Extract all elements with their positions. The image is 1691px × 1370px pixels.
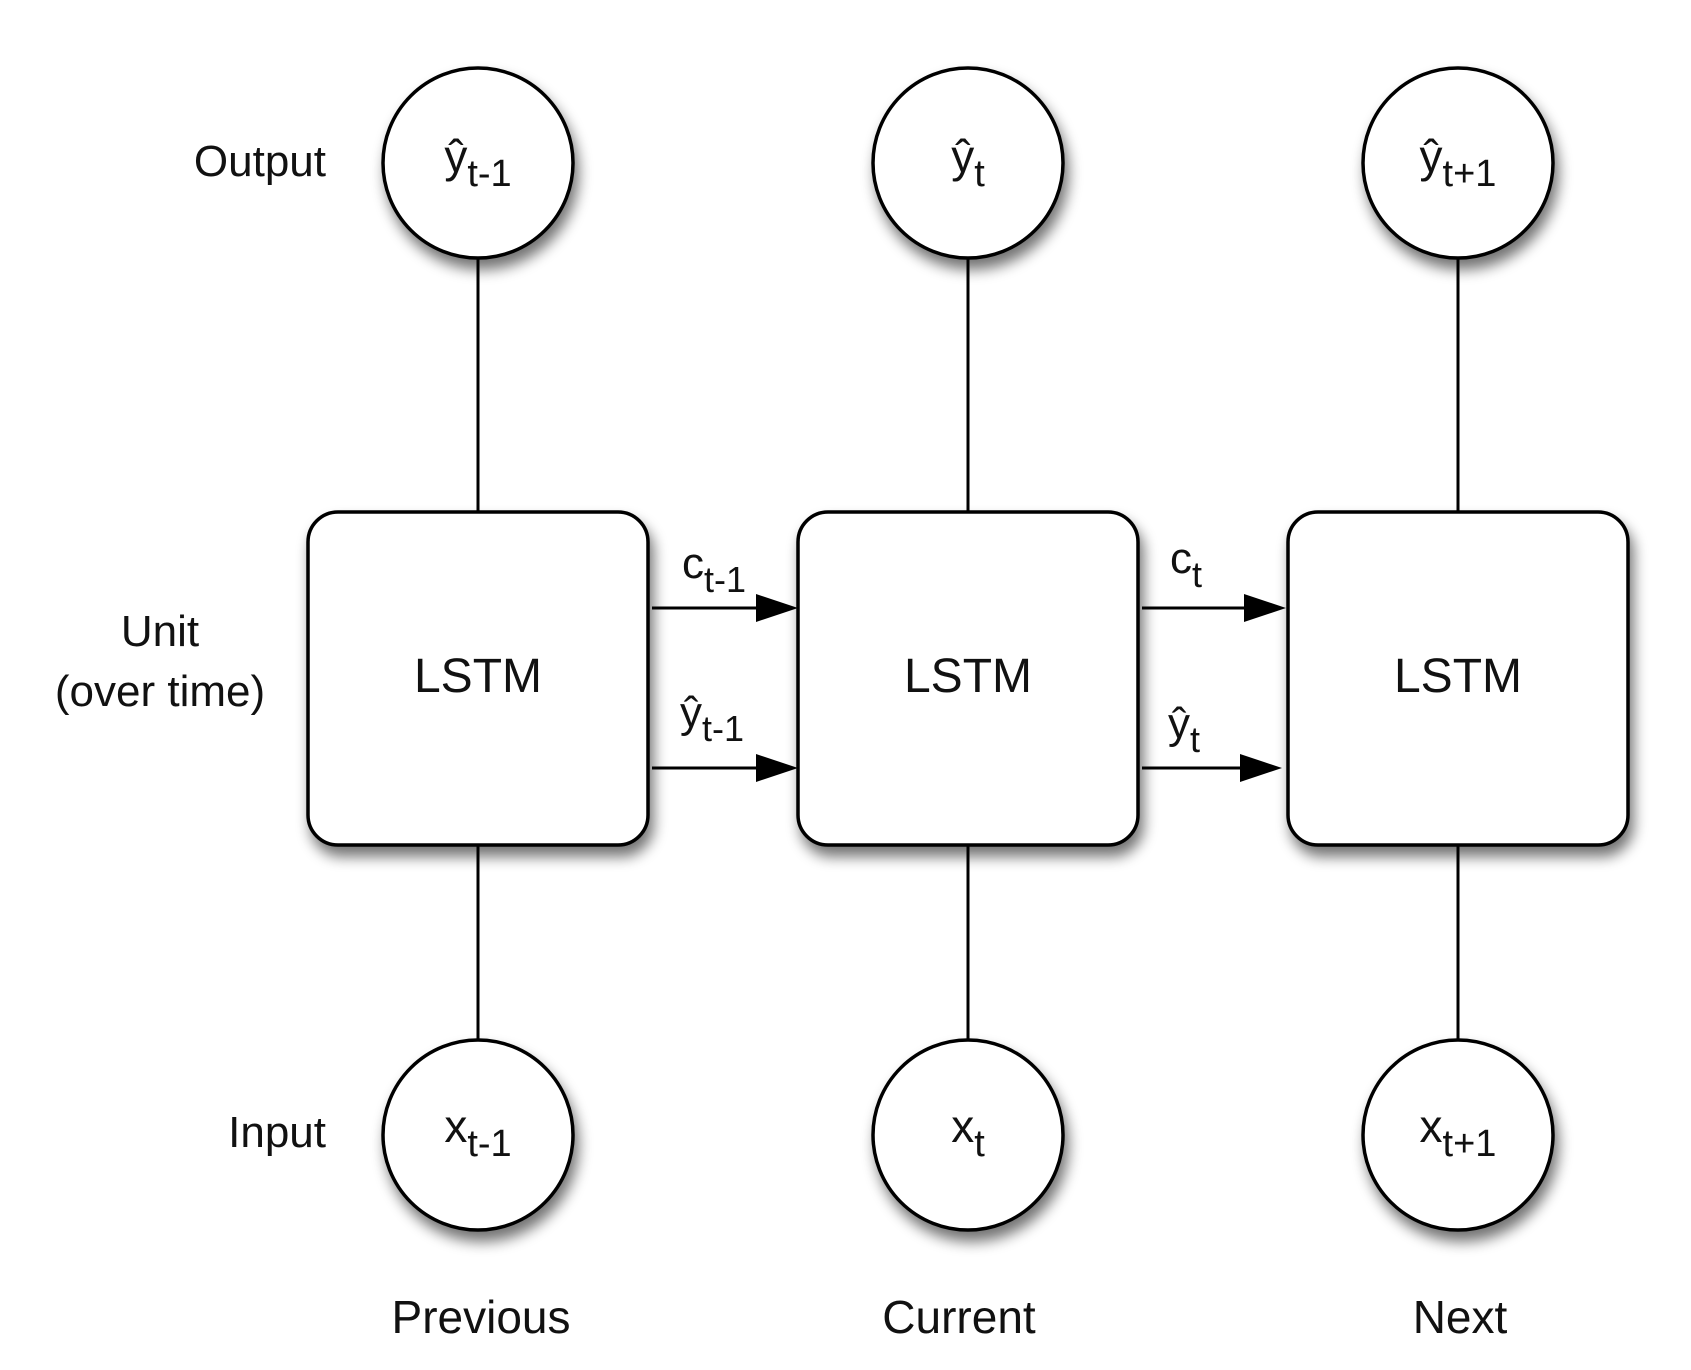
input-node — [1361, 1038, 1555, 1232]
cell-symbol: c — [1170, 534, 1192, 583]
cell-state-arrowhead — [756, 594, 798, 622]
input-subscript: t-1 — [467, 1123, 511, 1165]
output-subscript: t — [974, 153, 985, 195]
row-label-unit: Unit — [121, 607, 199, 656]
output-subscript: t-1 — [467, 153, 511, 195]
output-node — [381, 66, 575, 260]
transition-current-to-next: ct ŷt — [1142, 534, 1286, 782]
input-node — [871, 1038, 1065, 1232]
lstm-unit-label: LSTM — [414, 650, 542, 703]
input-subscript: t+1 — [1443, 1123, 1497, 1165]
input-node — [381, 1038, 575, 1232]
input-node-label: xt — [951, 1100, 985, 1165]
row-label-output: Output — [194, 137, 326, 186]
input-symbol: x — [444, 1100, 467, 1152]
column-label-current: Current — [882, 1291, 1036, 1343]
input-node-label: xt-1 — [444, 1100, 511, 1165]
cell-state-arrowhead — [1244, 594, 1286, 622]
row-label-unit-over-time: (over time) — [55, 667, 265, 716]
output-node — [1361, 66, 1555, 260]
cell-symbol: c — [682, 539, 704, 588]
output-symbol: ŷ — [444, 130, 467, 182]
row-label-input: Input — [228, 1108, 326, 1157]
column-label-previous: Previous — [392, 1291, 571, 1343]
output-subscript: t+1 — [1443, 153, 1497, 195]
output-node-label: ŷt-1 — [444, 130, 511, 195]
cell-subscript: t — [1192, 554, 1202, 595]
hidden-subscript: t — [1190, 719, 1200, 760]
timestep-next: LSTM ŷt+1 xt+1 Next — [1286, 66, 1630, 1343]
hidden-state-arrowhead — [756, 754, 798, 782]
hidden-state-label: ŷt-1 — [680, 688, 744, 749]
column-label-next: Next — [1413, 1291, 1508, 1343]
output-symbol: ŷ — [1420, 130, 1443, 182]
hidden-state-arrowhead — [1240, 754, 1282, 782]
lstm-unit-box — [306, 510, 650, 847]
lstm-unit-box — [796, 510, 1140, 847]
hidden-symbol: ŷ — [1168, 699, 1190, 748]
hidden-subscript: t-1 — [702, 708, 744, 749]
lstm-unit-box — [1286, 510, 1630, 847]
input-node-label: xt+1 — [1420, 1100, 1497, 1165]
output-node-label: ŷt+1 — [1420, 130, 1497, 195]
hidden-state-label: ŷt — [1168, 699, 1200, 760]
output-node-label: ŷt — [951, 130, 985, 195]
cell-subscript: t-1 — [704, 559, 746, 600]
hidden-symbol: ŷ — [680, 688, 702, 737]
cell-state-label: ct — [1170, 534, 1202, 595]
transition-previous-to-current: ct-1 ŷt-1 — [652, 539, 798, 782]
lstm-unit-label: LSTM — [1394, 650, 1522, 703]
input-symbol: x — [1420, 1100, 1443, 1152]
timestep-previous: LSTM ŷt-1 xt-1 Previous — [306, 66, 650, 1343]
timestep-current: LSTM ŷt xt Current — [796, 66, 1140, 1343]
input-symbol: x — [951, 1100, 974, 1152]
cell-state-label: ct-1 — [682, 539, 746, 600]
output-node — [871, 66, 1065, 260]
lstm-unit-label: LSTM — [904, 650, 1032, 703]
output-symbol: ŷ — [951, 130, 974, 182]
input-subscript: t — [974, 1123, 985, 1165]
